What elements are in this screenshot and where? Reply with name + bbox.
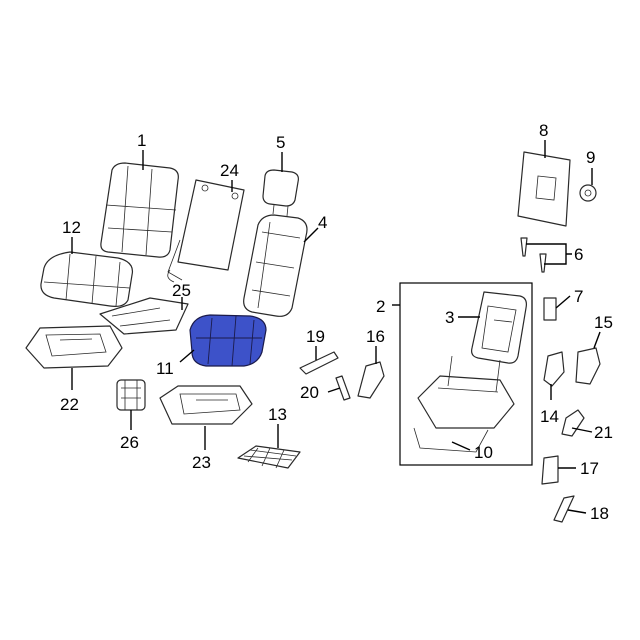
part-12-cushion-cover[interactable] — [40, 251, 134, 307]
callout-20[interactable]: 20 — [300, 383, 319, 402]
callout-3[interactable]: 3 — [445, 308, 454, 327]
part-13-mesh-grille[interactable] — [237, 445, 301, 469]
callout-labels: 1 2 3 4 5 6 7 8 9 10 11 12 13 14 15 16 1… — [60, 121, 613, 523]
callout-25[interactable]: 25 — [172, 281, 191, 300]
callout-12[interactable]: 12 — [62, 218, 81, 237]
callout-10[interactable]: 10 — [474, 443, 493, 462]
part-21-trim[interactable] — [561, 409, 585, 437]
assembly-frame-2 — [399, 282, 533, 466]
callout-4[interactable]: 4 — [318, 213, 327, 232]
callout-13[interactable]: 13 — [268, 405, 287, 424]
callout-5[interactable]: 5 — [276, 133, 285, 152]
part-7-cap[interactable] — [543, 297, 557, 321]
part-5-headrest[interactable] — [262, 169, 299, 217]
part-23-seat-frame[interactable] — [159, 385, 253, 425]
callout-22[interactable]: 22 — [60, 395, 79, 414]
callout-11[interactable]: 11 — [156, 359, 174, 378]
callout-14[interactable]: 14 — [540, 407, 559, 426]
callout-8[interactable]: 8 — [539, 121, 548, 140]
part-6-bolts[interactable] — [520, 237, 547, 273]
part-16-trim[interactable] — [357, 361, 385, 399]
callout-23[interactable]: 23 — [192, 453, 211, 472]
part-14-hinge-cover[interactable] — [543, 351, 565, 387]
callout-7[interactable]: 7 — [574, 287, 583, 306]
part-17-cover[interactable] — [541, 455, 559, 485]
part-8-panel[interactable] — [517, 151, 571, 227]
part-4-seat-back[interactable] — [243, 214, 308, 317]
part-18-strip[interactable] — [553, 495, 575, 523]
part-15-hinge-cover[interactable] — [575, 347, 601, 385]
part-24-back-panel[interactable] — [167, 179, 245, 283]
callout-21[interactable]: 21 — [594, 423, 613, 442]
callout-9[interactable]: 9 — [586, 148, 595, 167]
callout-2[interactable]: 2 — [376, 297, 385, 316]
callout-15[interactable]: 15 — [594, 313, 613, 332]
callout-6[interactable]: 6 — [574, 245, 583, 264]
callout-17[interactable]: 17 — [580, 459, 599, 478]
callout-18[interactable]: 18 — [590, 504, 609, 523]
part-10-seat-base[interactable] — [413, 355, 515, 453]
part-26-switch[interactable] — [116, 379, 146, 411]
callout-19[interactable]: 19 — [306, 327, 325, 346]
callout-16[interactable]: 16 — [366, 327, 385, 346]
part-9-clip[interactable] — [579, 184, 597, 202]
leader-lines — [71, 140, 601, 514]
part-22-cushion-frame[interactable] — [25, 325, 123, 369]
part-1-seat-back-cover[interactable] — [100, 162, 179, 258]
callout-24[interactable]: 24 — [220, 161, 239, 180]
callout-1[interactable]: 1 — [137, 131, 146, 150]
part-20-pin[interactable] — [335, 375, 351, 401]
part-3-back-frame[interactable] — [471, 291, 527, 364]
part-25-pad[interactable] — [99, 297, 189, 335]
part-19-bracket[interactable] — [299, 351, 339, 375]
part-11-seat-cushion-highlighted[interactable] — [189, 314, 267, 367]
callout-26[interactable]: 26 — [120, 433, 139, 452]
